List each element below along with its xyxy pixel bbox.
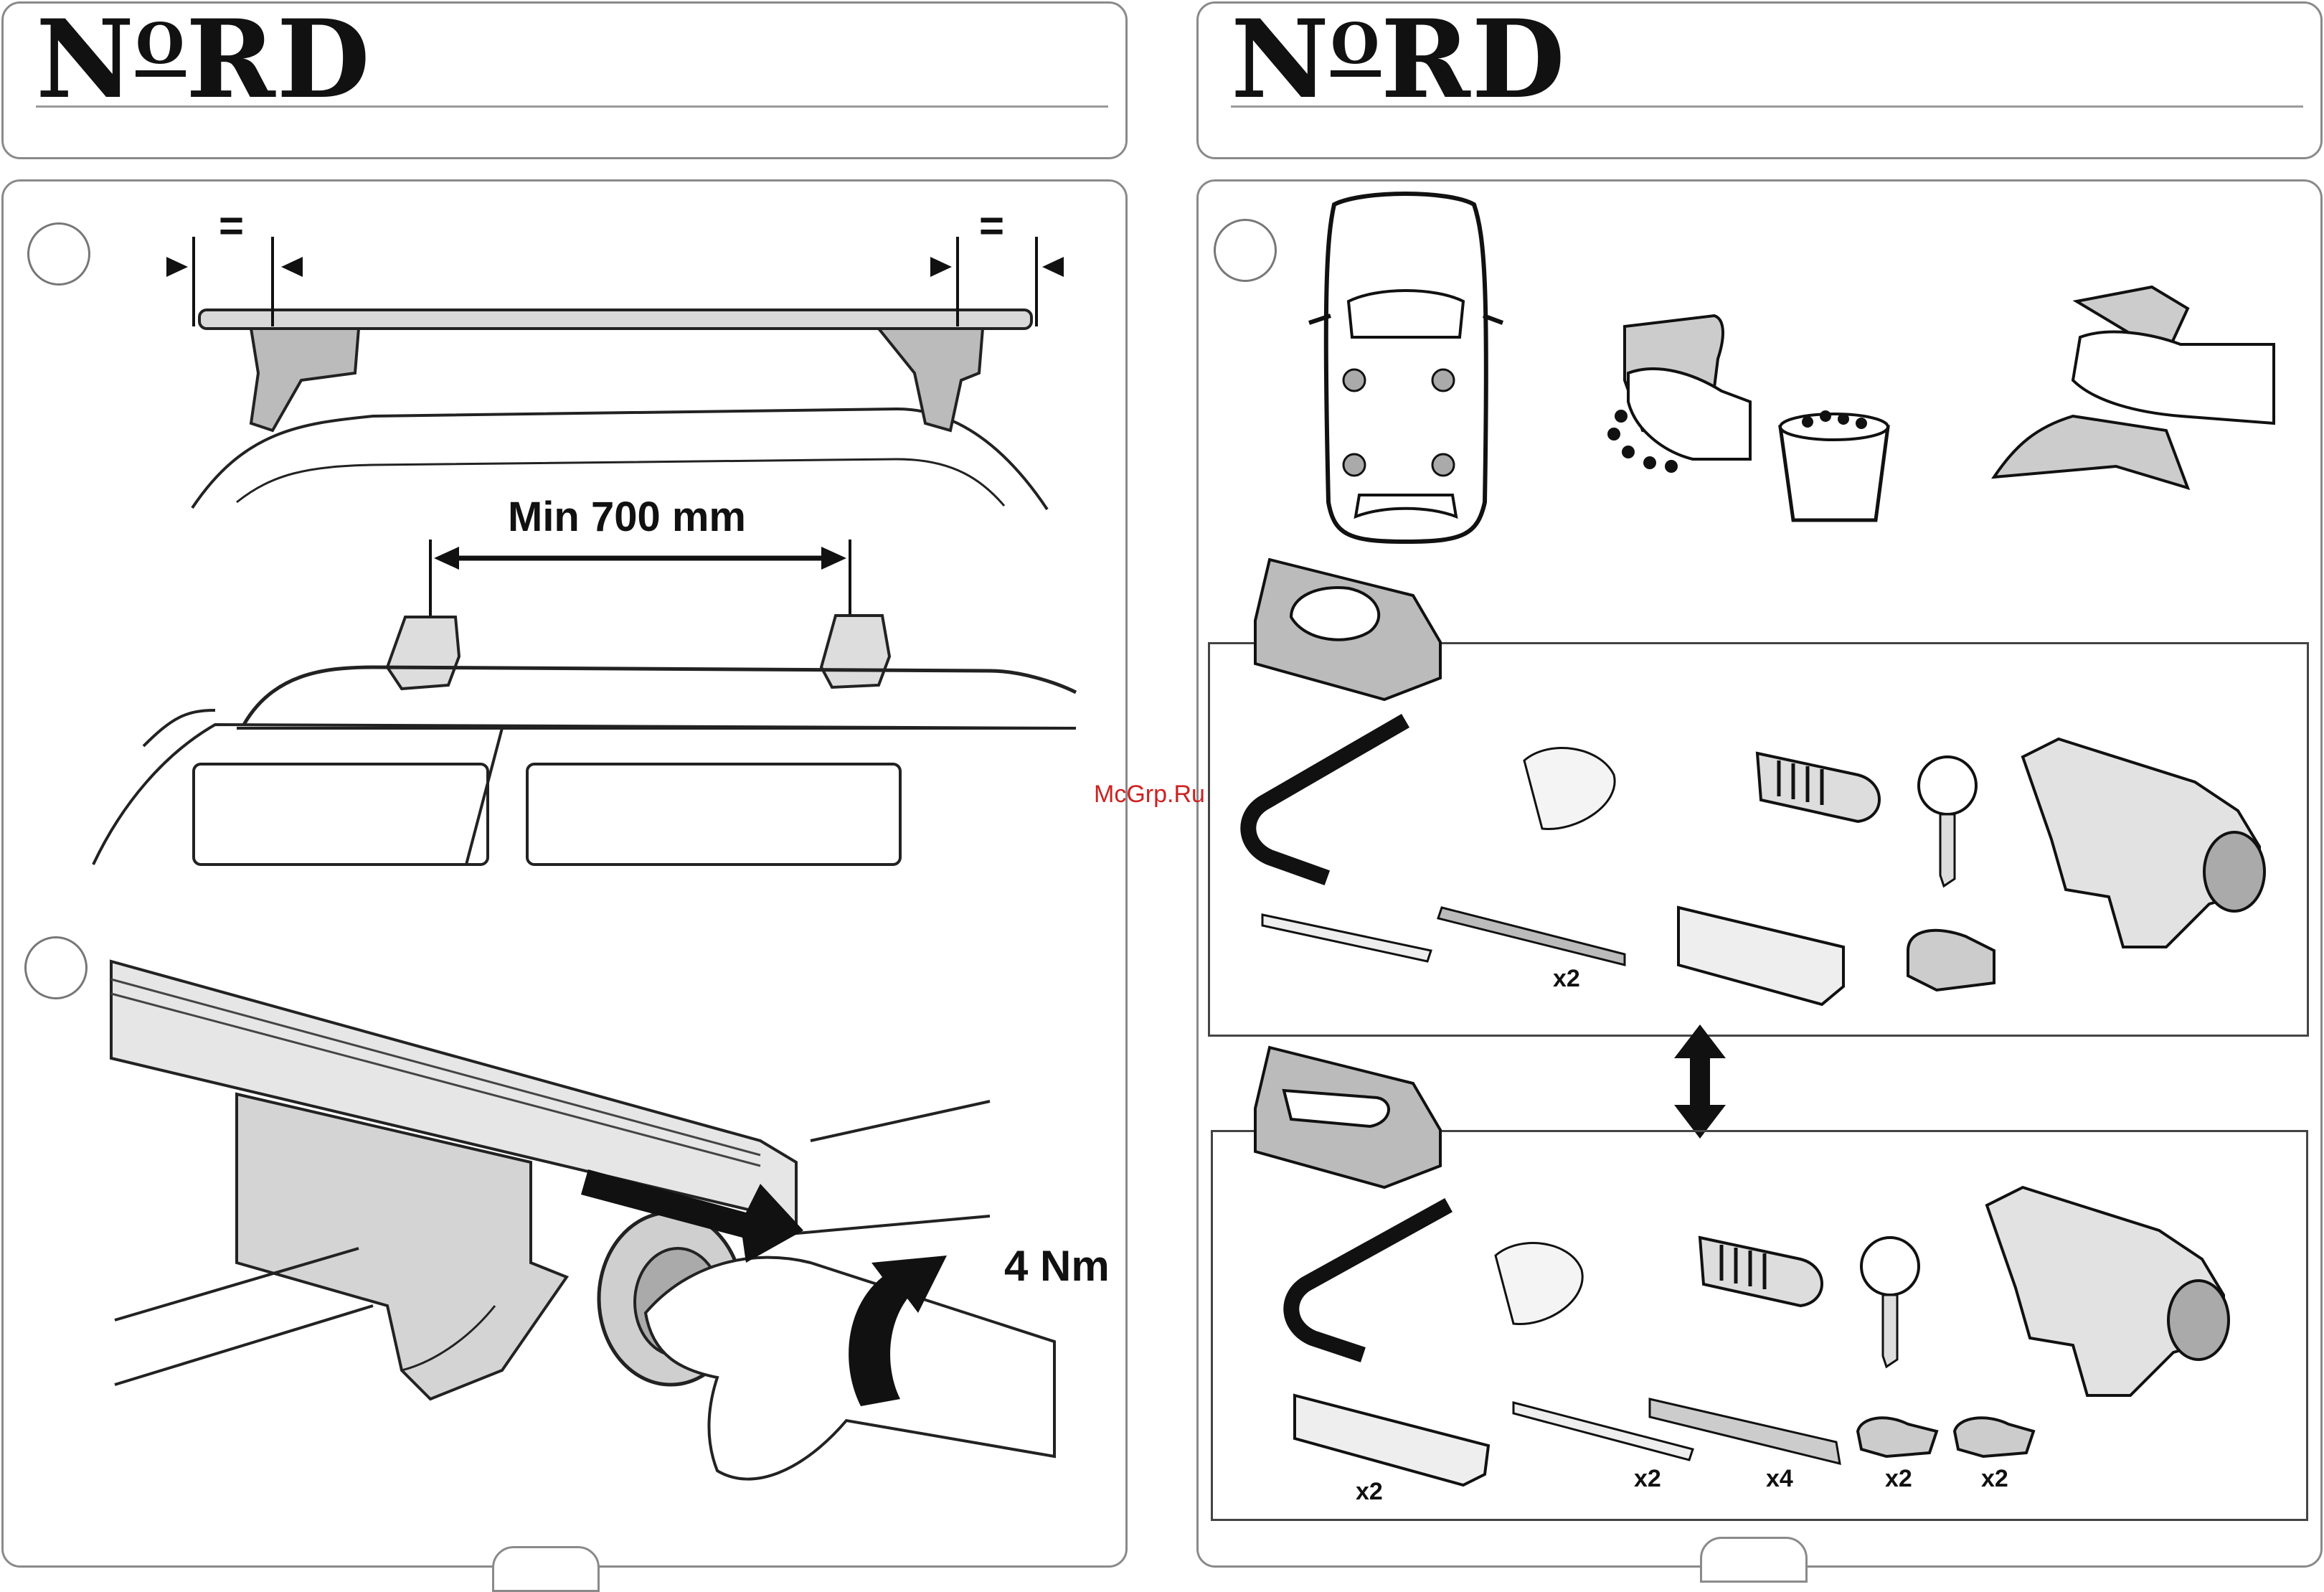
key-b-blade bbox=[1883, 1295, 1897, 1367]
kit-b-cover-qty: x4 bbox=[1766, 1465, 1793, 1492]
lock-cylinder-b bbox=[1700, 1238, 1822, 1306]
watermark-text: McGrp.Ru bbox=[1094, 781, 1205, 809]
rail-clip-b bbox=[1955, 1418, 2034, 1456]
allen-key-b bbox=[1291, 1209, 1442, 1352]
kit-b-parts: x2 x2 x4 x2 x2 bbox=[0, 0, 2324, 1535]
kit-b-endcap-qty: x2 bbox=[1885, 1465, 1912, 1492]
kit-b-strip-qty: x2 bbox=[1634, 1465, 1661, 1492]
right-page-tab bbox=[1700, 1537, 1808, 1583]
key-b-head bbox=[1861, 1238, 1919, 1295]
end-cap-b bbox=[1496, 1243, 1582, 1324]
end-clip-b bbox=[1858, 1418, 1937, 1456]
kit-b-profile-qty: x2 bbox=[1356, 1478, 1383, 1505]
kit-b-clip-qty: x2 bbox=[1981, 1465, 2008, 1492]
profile-insert-b bbox=[1295, 1395, 1488, 1485]
